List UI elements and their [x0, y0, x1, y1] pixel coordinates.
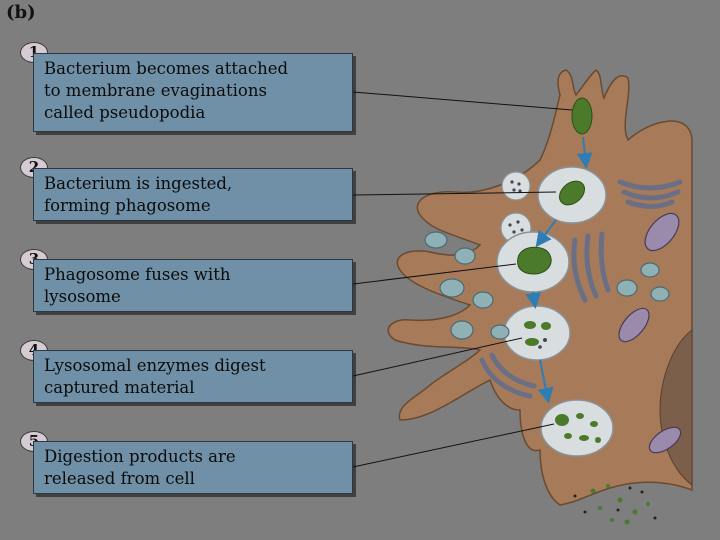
step-5-line-1: Digestion products are [44, 447, 236, 466]
step-1-line-2: to membrane evaginations [44, 81, 267, 100]
step-2-line-1: Bacterium is ingested, [44, 174, 233, 193]
step-1-label: Bacterium becomes attached to membrane e… [33, 53, 353, 132]
step-3-label: Phagosome fuses with lysosome [33, 259, 353, 312]
golgi-apparatus-middle [571, 231, 611, 303]
step-3-line-2: lysosome [44, 287, 121, 306]
attached-bacterium [571, 97, 593, 135]
step-1-line-1: Bacterium becomes attached [44, 59, 289, 78]
step-2-label: Bacterium is ingested, forming phagosome [33, 168, 353, 221]
mitochondria [618, 212, 682, 454]
ingested-bacterium [558, 180, 586, 206]
step-4-line-2: captured material [44, 378, 195, 397]
small-vesicles [424, 231, 670, 340]
exocytic-vesicle [540, 399, 614, 457]
step-4-label: Lysosomal enzymes digest captured materi… [33, 350, 353, 403]
lysosome [501, 171, 531, 201]
step-4-line-1: Lysosomal enzymes digest [44, 356, 266, 375]
panel-label: (b) [6, 2, 36, 23]
step-2-line-2: forming phagosome [44, 196, 211, 215]
golgi-apparatus-lower [479, 352, 537, 399]
step-5-label: Digestion products are released from cel… [33, 441, 353, 494]
golgi-apparatus-upper [617, 179, 683, 209]
step-5-line-2: released from cell [44, 469, 195, 488]
digestive-vacuole [503, 305, 571, 361]
released-products [590, 484, 650, 525]
fused-bacterium [517, 246, 552, 275]
process-arrows [525, 136, 593, 404]
leader-lines [352, 91, 573, 468]
step-1-line-3: called pseudopodia [44, 103, 206, 122]
step-3-line-1: Phagosome fuses with [44, 265, 231, 284]
